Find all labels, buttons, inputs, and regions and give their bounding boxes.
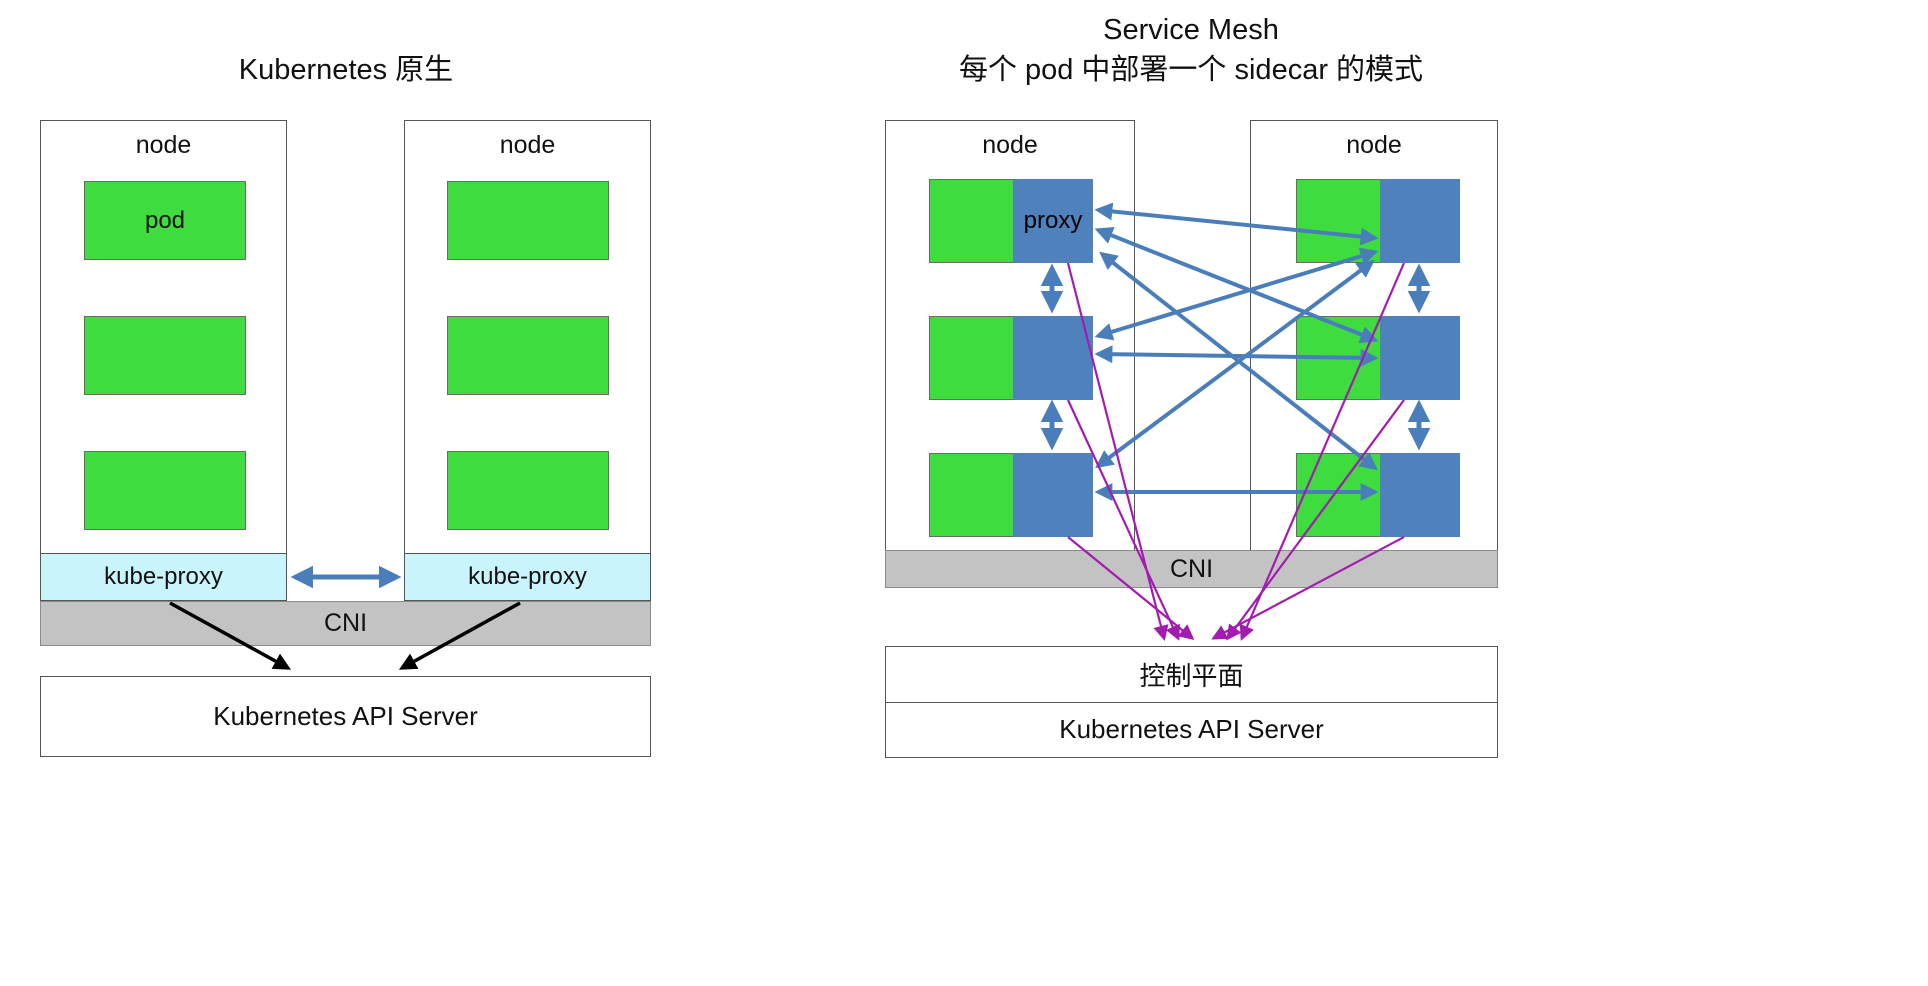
left-diagram-title: Kubernetes 原生 <box>238 54 454 86</box>
right-diagram-title-line1: Service Mesh <box>1103 14 1279 46</box>
pod <box>447 451 609 530</box>
sidecar-proxy <box>1380 316 1460 400</box>
mesh-node-2: node <box>1250 120 1498 588</box>
pod: pod <box>84 181 246 260</box>
pod-with-sidecar <box>929 453 1093 537</box>
sidecar-proxy <box>1380 453 1460 537</box>
pod <box>84 451 246 530</box>
native-node-1: node pod kube-proxy <box>40 120 287 601</box>
node-label: node <box>1346 131 1402 159</box>
pod-container <box>929 179 1013 263</box>
node-label: node <box>982 131 1038 159</box>
pod-with-sidecar <box>929 316 1093 400</box>
pod-with-sidecar <box>1296 316 1460 400</box>
sidecar-proxy: proxy <box>1013 179 1093 263</box>
pod-container <box>929 453 1013 537</box>
pod-container <box>1296 179 1380 263</box>
mesh-node-1: node proxy <box>885 120 1135 588</box>
sidecar-proxy <box>1013 453 1093 537</box>
pod-with-sidecar <box>1296 453 1460 537</box>
pod <box>447 181 609 260</box>
node-label: node <box>499 131 556 159</box>
pod-label: pod <box>144 206 186 234</box>
pod <box>447 316 609 395</box>
right-diagram-title: Service Mesh 每个 pod 中部署一个 sidecar 的模式 <box>885 10 1497 90</box>
sidecar-proxy <box>1013 316 1093 400</box>
proxy-label: proxy <box>1023 207 1083 234</box>
cni-bar-right: CNI <box>885 550 1498 588</box>
pod <box>84 316 246 395</box>
pod-with-sidecar <box>1296 179 1460 263</box>
control-plane-box: 控制平面 Kubernetes API Server <box>885 646 1498 758</box>
pod-container <box>929 316 1013 400</box>
pod-container <box>1296 316 1380 400</box>
kube-proxy-bar: kube-proxy <box>405 553 650 600</box>
sidecar-proxy <box>1380 179 1460 263</box>
native-node-2: node kube-proxy <box>404 120 651 601</box>
api-server-label-right: Kubernetes API Server <box>1059 714 1324 745</box>
kube-proxy-bar: kube-proxy <box>41 553 286 600</box>
pod-with-sidecar: proxy <box>929 179 1093 263</box>
control-plane-label: 控制平面 <box>886 647 1497 703</box>
cni-bar-left: CNI <box>40 601 651 646</box>
pod-container <box>1296 453 1380 537</box>
api-server-box-left: Kubernetes API Server <box>40 676 651 757</box>
right-diagram-title-line2: 每个 pod 中部署一个 sidecar 的模式 <box>958 54 1424 86</box>
node-label: node <box>135 131 192 159</box>
